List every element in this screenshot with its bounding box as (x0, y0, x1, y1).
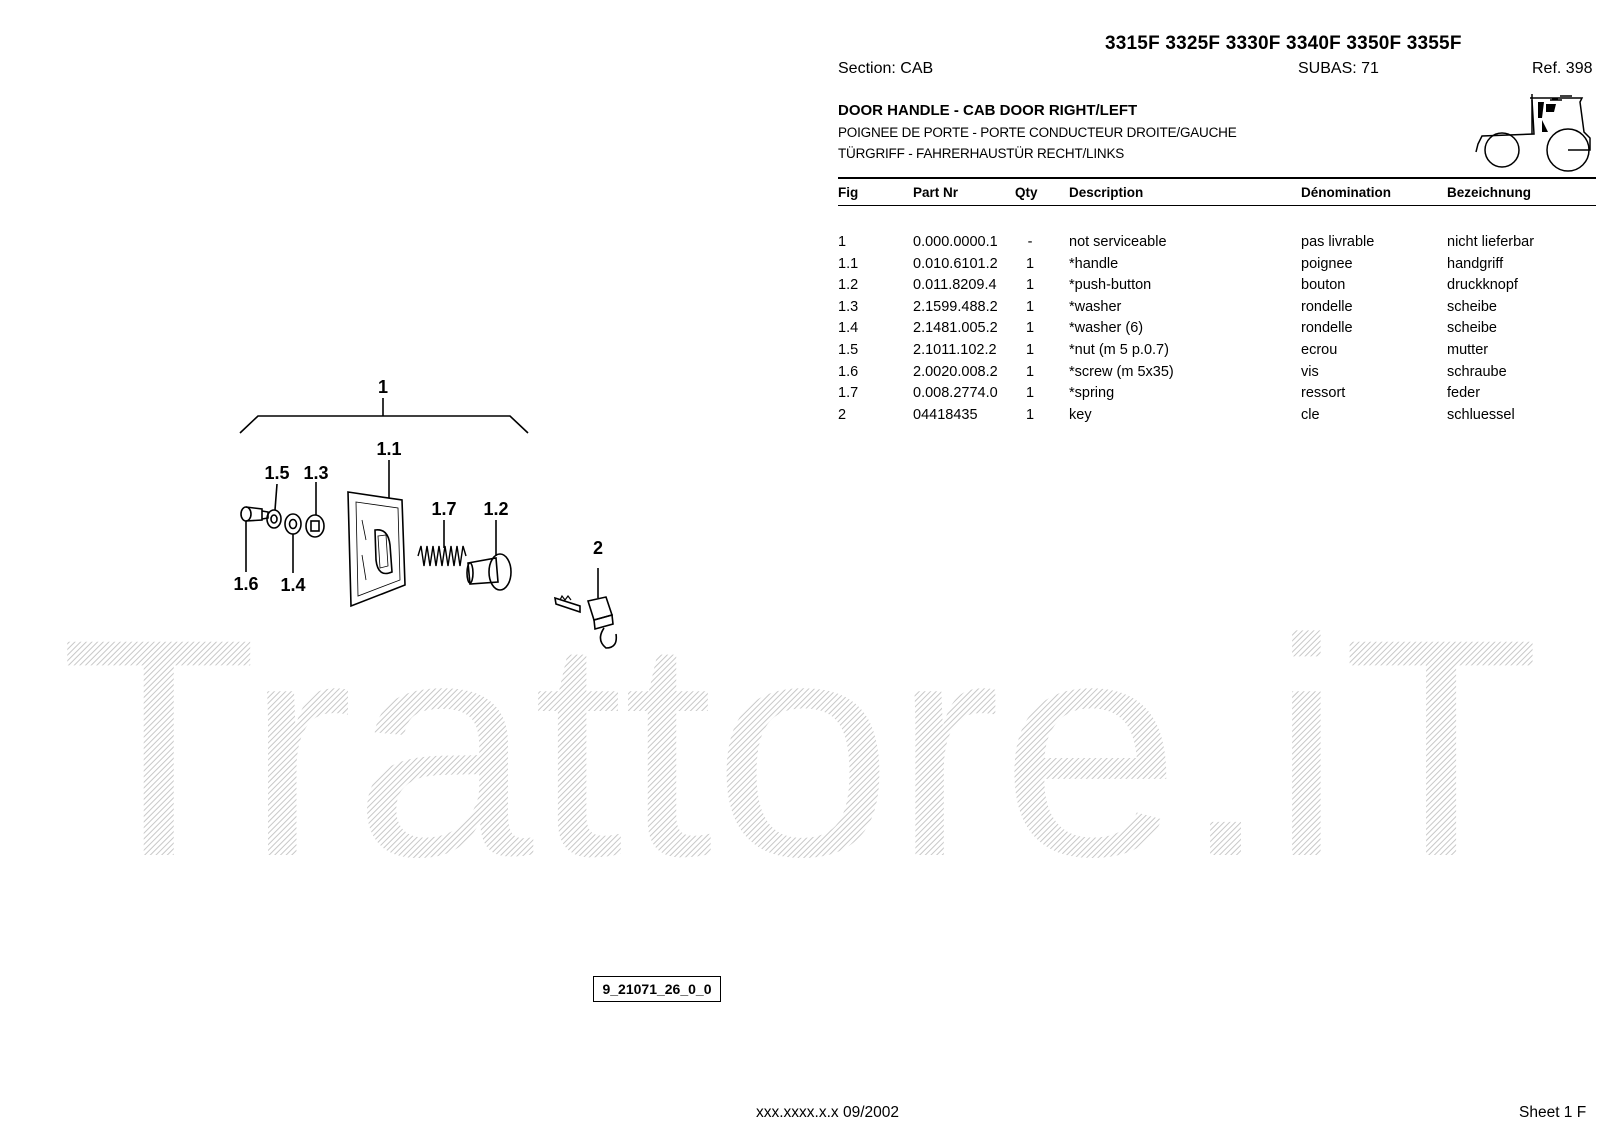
cell-part-nr: 0.000.0000.1 (913, 234, 998, 250)
washer-small-part (284, 513, 302, 535)
cell-part-nr: 2.1599.488.2 (913, 298, 998, 315)
cell-part-nr: 2.1011.102.2 (913, 342, 997, 358)
cell-bezeichnung: feder (1447, 385, 1481, 402)
footer-code-date: xxx.xxxx.x.x 09/2002 (756, 1104, 900, 1121)
watermark: Trattore.iT (60, 620, 1540, 860)
cell-fig: 1.2 (838, 277, 859, 294)
cell-part-nr: 04418435 (913, 406, 978, 423)
cell-part-nr: 2.0020.008.2 (913, 363, 998, 380)
column-header-part-nr: Part Nr (913, 185, 959, 200)
cell-description: *push-button (1069, 277, 1152, 294)
cell-denomination: vis (1301, 363, 1319, 380)
cell-qty: - (1027, 234, 1033, 250)
model-list: 3315F 3325F 3330F 3340F 3350F 3355F (1105, 33, 1462, 54)
cell-description: *spring (1069, 385, 1115, 402)
cell-denomination: ecrou (1301, 342, 1338, 358)
callout-1-3: 1.3 (303, 463, 328, 483)
cell-fig: 1.3 (838, 298, 859, 315)
callout-1-1: 1.1 (376, 439, 401, 459)
section-label: Section: CAB (838, 60, 934, 77)
cell-fig: 1.6 (838, 363, 859, 380)
cell-bezeichnung: schraube (1447, 363, 1507, 380)
cell-description: *washer (1069, 298, 1122, 315)
cell-bezeichnung: schluessel (1447, 406, 1515, 423)
cell-fig: 2 (838, 406, 847, 423)
callout-1: 1 (378, 377, 388, 397)
cell-denomination: poignee (1301, 255, 1353, 272)
exploded-parts-diagram: 1 1.1 1.2 1.3 1.4 1.5 1.6 1.7 2 (233, 377, 618, 649)
cell-fig: 1.4 (838, 320, 859, 337)
cell-description: not serviceable (1069, 234, 1167, 250)
cell-fig: 1 (838, 234, 847, 250)
table-header-rule (838, 205, 1596, 206)
callout-1-4: 1.4 (280, 575, 305, 595)
group-bracket (239, 415, 529, 434)
cell-qty: 1 (1025, 406, 1035, 423)
cell-description: *nut (m 5 p.0.7) (1069, 342, 1169, 358)
cell-denomination: bouton (1301, 277, 1346, 294)
column-header-denomination: Dénomination (1301, 185, 1391, 200)
cell-part-nr: 2.1481.005.2 (913, 320, 998, 337)
cell-part-nr: 0.010.6101.2 (913, 255, 998, 272)
cell-qty: 1 (1025, 320, 1035, 337)
screw-part (240, 506, 269, 522)
cell-part-nr: 0.011.8209.4 (913, 277, 997, 294)
push-button-part (466, 553, 512, 591)
cell-denomination: pas livrable (1301, 234, 1375, 250)
column-header-fig: Fig (838, 185, 859, 200)
column-header-bezeichnung: Bezeichnung (1447, 185, 1532, 200)
cell-fig: 1.5 (838, 342, 859, 358)
callout-2: 2 (593, 538, 603, 558)
table-top-rule (838, 177, 1596, 179)
cell-qty: 1 (1025, 277, 1035, 294)
cell-description: *washer (6) (1069, 320, 1144, 337)
subassembly-label: SUBAS: 71 (1298, 60, 1379, 77)
cell-bezeichnung: scheibe (1447, 320, 1497, 337)
cell-qty: 1 (1025, 255, 1035, 272)
column-header-description: Description (1069, 185, 1144, 200)
cell-bezeichnung: nicht lieferbar (1447, 234, 1535, 250)
handle-plate-part (347, 491, 406, 608)
cell-qty: 1 (1025, 342, 1035, 358)
reference-label: Ref. 398 (1532, 60, 1593, 77)
cell-qty: 1 (1025, 363, 1035, 380)
drawing-reference-box: 9_21071_26_0_0 (593, 976, 721, 1002)
cell-denomination: rondelle (1301, 298, 1353, 315)
callout-1-2: 1.2 (483, 499, 508, 519)
cell-qty: 1 (1025, 385, 1035, 402)
page-title-french: POIGNEE DE PORTE - PORTE CONDUCTEUR DROI… (838, 125, 1237, 140)
page-title-german: TÜRGRIFF - FAHRERHAUSTÜR RECHT/LINKS (838, 146, 1125, 161)
tractor-cab-icon (1475, 94, 1591, 172)
column-header-qty: Qty (1015, 185, 1038, 200)
cell-bezeichnung: druckknopf (1447, 277, 1518, 294)
cell-bezeichnung: mutter (1447, 342, 1489, 358)
cell-fig: 1.1 (838, 255, 859, 272)
washer-part (305, 514, 325, 538)
nut-part (266, 509, 282, 529)
cell-qty: 1 (1025, 298, 1035, 315)
cell-denomination: cle (1301, 406, 1320, 423)
cell-denomination: rondelle (1301, 320, 1353, 337)
callout-1-7: 1.7 (431, 499, 456, 519)
cell-description: key (1069, 406, 1092, 423)
page-title: DOOR HANDLE - CAB DOOR RIGHT/LEFT (838, 102, 1138, 119)
cell-bezeichnung: scheibe (1447, 298, 1497, 315)
callout-1-6: 1.6 (233, 574, 258, 594)
cell-fig: 1.7 (838, 385, 859, 402)
cell-bezeichnung: handgriff (1447, 255, 1504, 272)
cell-description: *screw (m 5x35) (1069, 363, 1174, 380)
cell-part-nr: 0.008.2774.0 (913, 385, 998, 402)
spring-part (417, 545, 467, 567)
watermark-text: Trattore.iT (60, 620, 1540, 860)
key-part (553, 594, 618, 649)
callout-1-5: 1.5 (264, 463, 289, 483)
cell-denomination: ressort (1301, 385, 1346, 402)
cell-description: *handle (1069, 255, 1119, 272)
sheet-number: Sheet 1 F (1519, 1104, 1587, 1121)
